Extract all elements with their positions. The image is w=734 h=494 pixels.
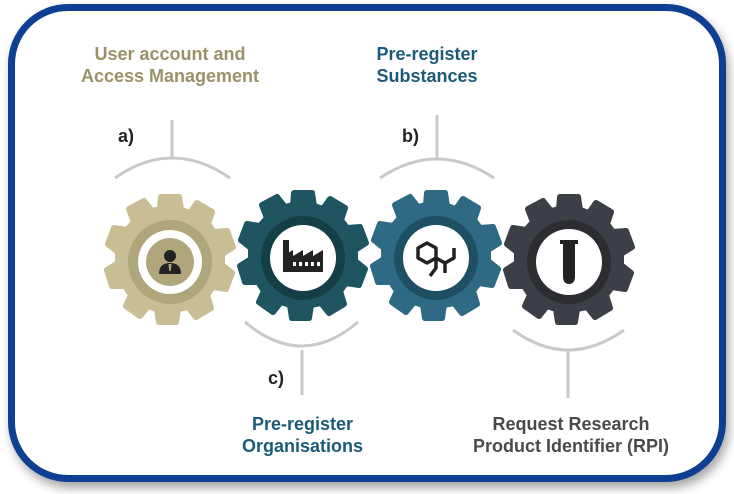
factory-icon	[283, 240, 323, 272]
label-substances-line1: Pre-register	[376, 44, 478, 64]
label-substances-line2: Substances	[376, 66, 478, 86]
label-organisations-line1: Pre-register	[251, 414, 354, 434]
label-user-account-line1: User account and	[94, 44, 246, 64]
connector-arc-c	[244, 320, 359, 348]
marker-b: b)	[402, 126, 419, 146]
label-pre-register-organisations: Pre-register Organisations	[215, 413, 390, 457]
label-user-account: User account and Access Management	[58, 43, 282, 87]
molecule-icon	[416, 241, 456, 278]
label-rpi-line2: Product Identifier (RPI)	[472, 436, 669, 456]
connector-arc-rpi	[512, 328, 625, 352]
connector-arc-b	[379, 157, 495, 180]
label-user-account-line2: Access Management	[80, 66, 260, 86]
rpi-gear	[506, 197, 632, 322]
substance-gear	[373, 193, 499, 318]
label-rpi-line1: Request Research	[492, 414, 650, 434]
label-request-rpi: Request Research Product Identifier (RPI…	[440, 413, 702, 457]
test-tube-icon	[560, 240, 578, 284]
connector-arc-a	[114, 156, 231, 180]
user-gear	[107, 197, 233, 322]
marker-c: c)	[268, 368, 285, 388]
marker-a: a)	[118, 126, 135, 146]
label-organisations-line2: Organisations	[241, 436, 364, 456]
person-icon	[159, 250, 181, 274]
label-pre-register-substances: Pre-register Substances	[352, 43, 502, 87]
organisation-gear	[240, 193, 366, 318]
